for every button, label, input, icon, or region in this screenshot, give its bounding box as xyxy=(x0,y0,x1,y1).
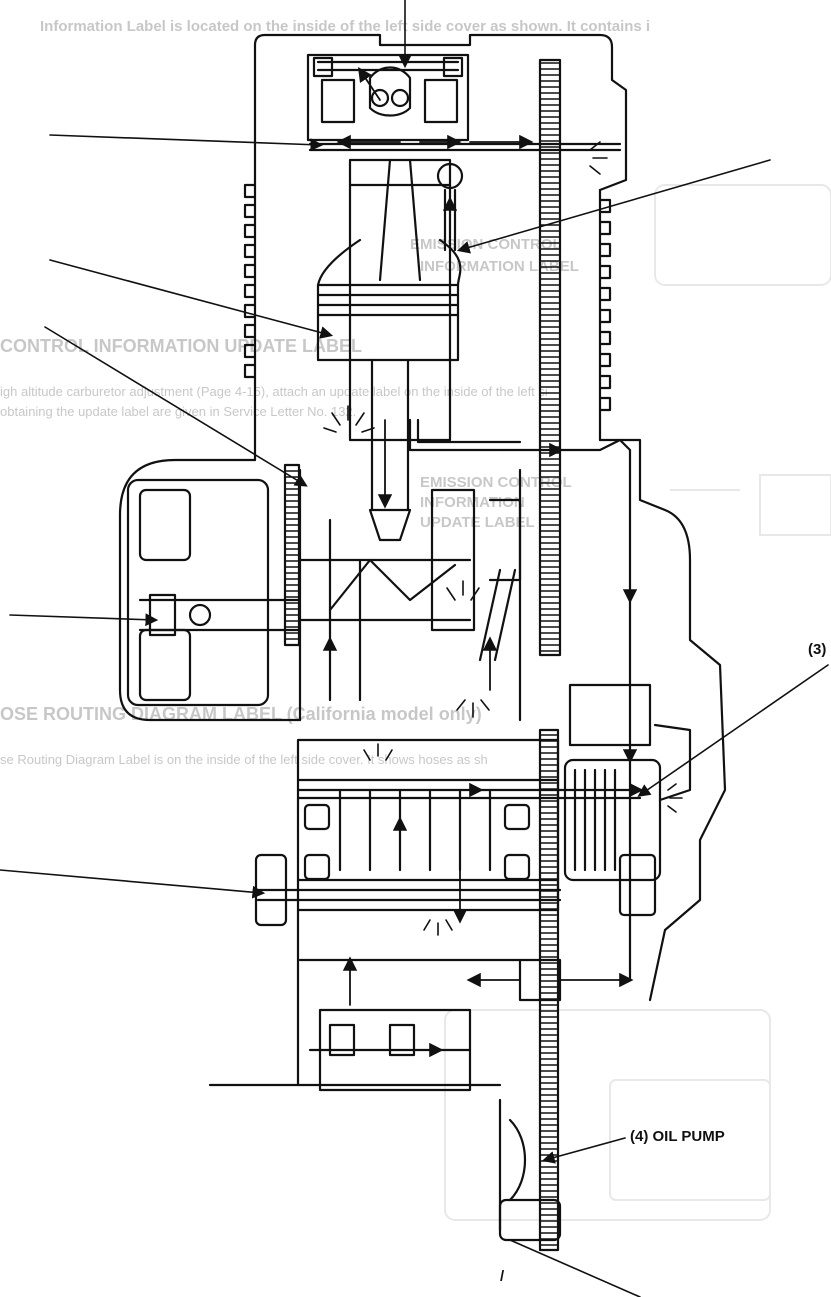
cam-chain xyxy=(538,58,562,657)
cooling-fins-right xyxy=(598,188,612,442)
oil-return-line xyxy=(408,418,632,982)
crankshaft xyxy=(298,468,522,722)
bleed-tcl-1: EMISSION CONTROL xyxy=(410,236,562,253)
callout-oil-pump: (4) OIL PUMP xyxy=(630,1128,725,1145)
bleed-update-line-1: igh altitude carburetor adjustment (Page… xyxy=(0,384,548,399)
transmission xyxy=(254,738,642,927)
output-shaft xyxy=(256,888,562,902)
callout-bottom-mark: / xyxy=(500,1268,505,1285)
bleed-ucl-3: UPDATE LABEL xyxy=(420,514,535,531)
bleed-update-line-2: obtaining the update label are given in … xyxy=(0,404,357,419)
bleed-hose-line: se Routing Diagram Label is on the insid… xyxy=(0,752,488,767)
leader-right-1 xyxy=(456,159,771,254)
leader-item-3 xyxy=(637,664,829,797)
leader-left-3 xyxy=(44,326,308,487)
clutch xyxy=(563,683,692,917)
cylinder-head xyxy=(253,33,628,192)
callout-item-3: (3) xyxy=(808,641,827,658)
bleed-ucl-1: EMISSION CONTROL xyxy=(420,474,572,491)
bleed-ucl-2: INFORMATION xyxy=(420,494,525,511)
crankcase xyxy=(118,438,727,1002)
main-shaft xyxy=(296,788,642,800)
primary-chain xyxy=(538,728,560,1252)
bleed-hose-label xyxy=(444,1009,771,1221)
camshaft-line xyxy=(308,142,622,190)
bleed-top-line: Information Label is located on the insi… xyxy=(40,18,651,35)
bleed-hose-diagram xyxy=(609,1079,771,1201)
cylinder-piston xyxy=(316,158,462,512)
bleed-heading-update: CONTROL INFORMATION UPDATE LABEL xyxy=(0,336,362,356)
leader-left-1 xyxy=(49,134,324,152)
leader-left-5 xyxy=(0,869,266,899)
bleed-label-box-1 xyxy=(654,184,831,286)
oil-spray-marks xyxy=(323,141,683,936)
leader-bottom xyxy=(509,1239,641,1297)
cooling-fins-left xyxy=(243,138,257,462)
oil-pump-assembly xyxy=(208,908,562,1242)
leader-left-2 xyxy=(49,259,334,339)
bleed-heading-hose: OSE ROUTING DIAGRAM LABEL (California mo… xyxy=(0,704,482,724)
leader-oil-pump xyxy=(541,1137,626,1164)
leader-left-4 xyxy=(9,613,159,627)
oil-flow-arrows xyxy=(322,67,644,1058)
bleed-label-box-2 xyxy=(759,474,831,536)
connecting-rod xyxy=(370,358,410,512)
